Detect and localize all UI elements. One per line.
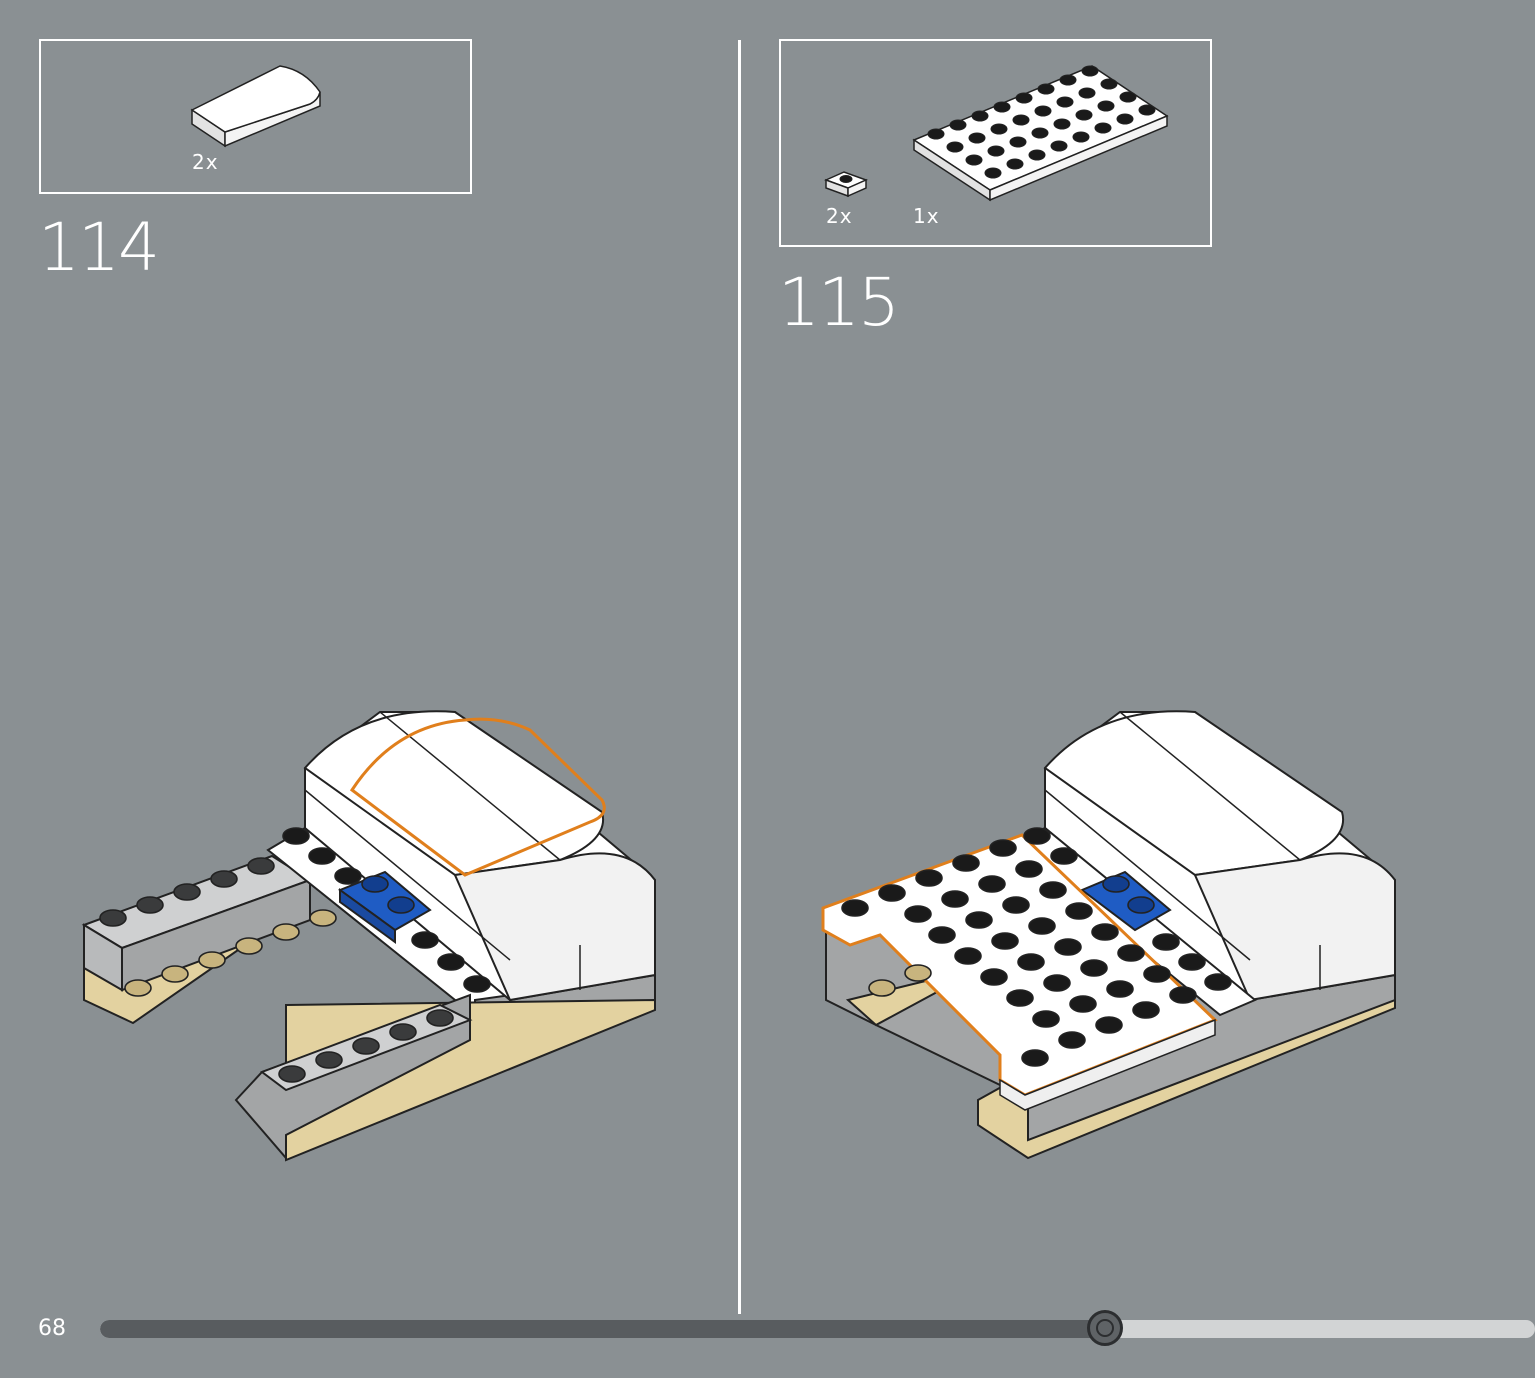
part-quantity-115-1: 2x [826,204,853,228]
progress-fill [100,1320,1105,1338]
assembly-illustration-115 [821,710,1396,1160]
studs-rear-grey [99,857,275,927]
step-number-115: 115 [778,264,900,341]
part-quantity-115-2: 1x [913,204,940,228]
curved-slope-part-icon [190,65,321,148]
progress-bar[interactable] [100,1320,1535,1338]
step-number-114: 114 [38,209,160,286]
page-divider [738,40,741,1314]
studs-white-plate [841,827,1232,1067]
studs-blue [361,875,415,914]
studs-tan [124,909,337,997]
parts-callout-114 [39,39,472,194]
page-number: 68 [38,1316,66,1341]
studs-blue-115 [1102,875,1155,914]
assembly-illustration-114 [81,710,656,1162]
studs-tan-115 [868,964,932,997]
plate-4x8-part-icon [912,65,1169,202]
part-quantity-114-1: 2x [192,150,219,174]
studs-front-grey [278,1009,454,1083]
plate-1x1-part-icon [823,171,869,198]
progress-knob[interactable] [1086,1310,1123,1346]
parts-callout-115 [779,39,1212,247]
studs-white-strip [282,827,491,993]
